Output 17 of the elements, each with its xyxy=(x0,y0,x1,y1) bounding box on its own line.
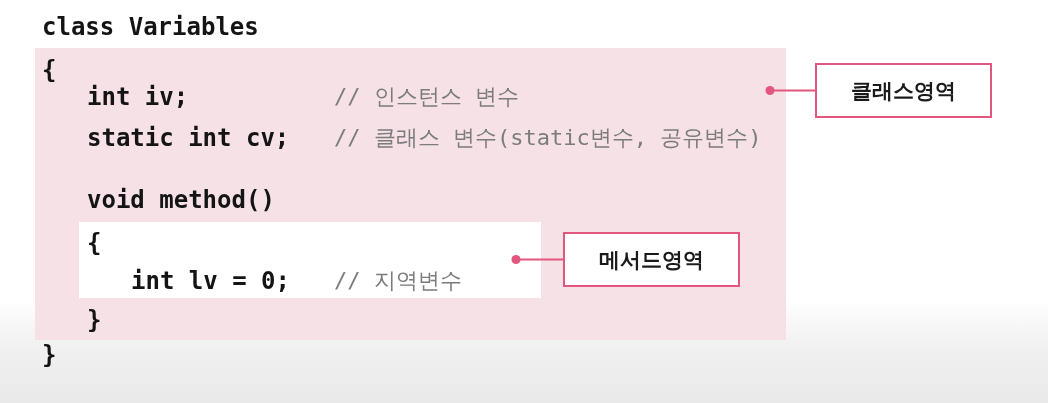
leader-line xyxy=(765,86,816,95)
code-line: int lv = 0; xyxy=(131,267,290,295)
code-line: { xyxy=(87,229,102,257)
code-line: { xyxy=(42,56,57,84)
callout-box: 메서드영역 xyxy=(563,232,740,287)
callout-box: 클래스영역 xyxy=(815,63,992,118)
code-comment: // 인스턴스 변수 xyxy=(334,83,519,111)
code-line: class Variables xyxy=(42,13,259,41)
method-area-panel xyxy=(79,222,541,298)
code-comment: // 클래스 변수(static변수, 공유변수) xyxy=(334,124,762,152)
code-line: static int cv; xyxy=(87,124,290,152)
code-line: int iv; xyxy=(87,83,189,111)
code-line: } xyxy=(87,306,102,334)
code-comment: // 지역변수 xyxy=(334,267,462,295)
code-line: } xyxy=(42,341,57,369)
code-line: void method() xyxy=(87,186,275,214)
leader-line xyxy=(511,255,564,264)
